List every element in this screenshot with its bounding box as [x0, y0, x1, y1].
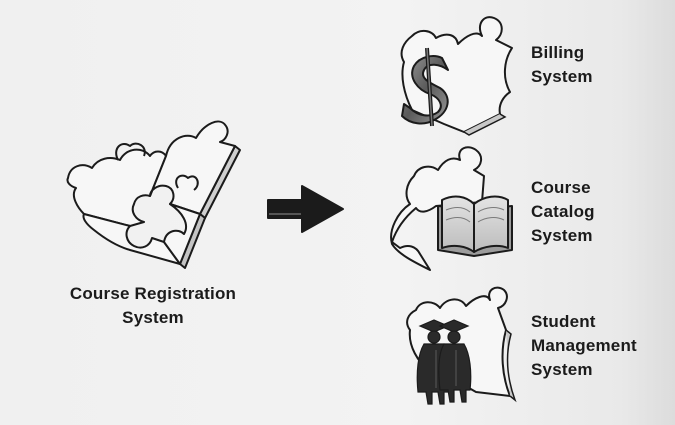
dollar-sign-icon: [401, 47, 449, 127]
open-book-icon: [437, 195, 513, 257]
right-arrow-icon: [267, 185, 344, 233]
label-line: Billing: [531, 43, 585, 62]
label-line: System: [531, 67, 593, 86]
course-registration-label: Course Registration System: [28, 282, 278, 330]
label-line: Course: [531, 178, 591, 197]
label-line: System: [531, 360, 593, 379]
label-line: Catalog: [531, 202, 595, 221]
student-management-label: Student Management System: [531, 310, 637, 382]
course-catalog-label: Course Catalog System: [531, 176, 595, 248]
puzzle-assembly-icon: [66, 120, 241, 269]
label-line: System: [531, 226, 593, 245]
catalog-puzzle-piece: [390, 146, 485, 271]
label-line: System: [122, 308, 184, 327]
label-line: Management: [531, 336, 637, 355]
label-line: Student: [531, 312, 596, 331]
label-line: Course Registration: [69, 284, 237, 303]
billing-system-label: Billing System: [531, 41, 593, 89]
graduates-icon: [416, 319, 472, 405]
